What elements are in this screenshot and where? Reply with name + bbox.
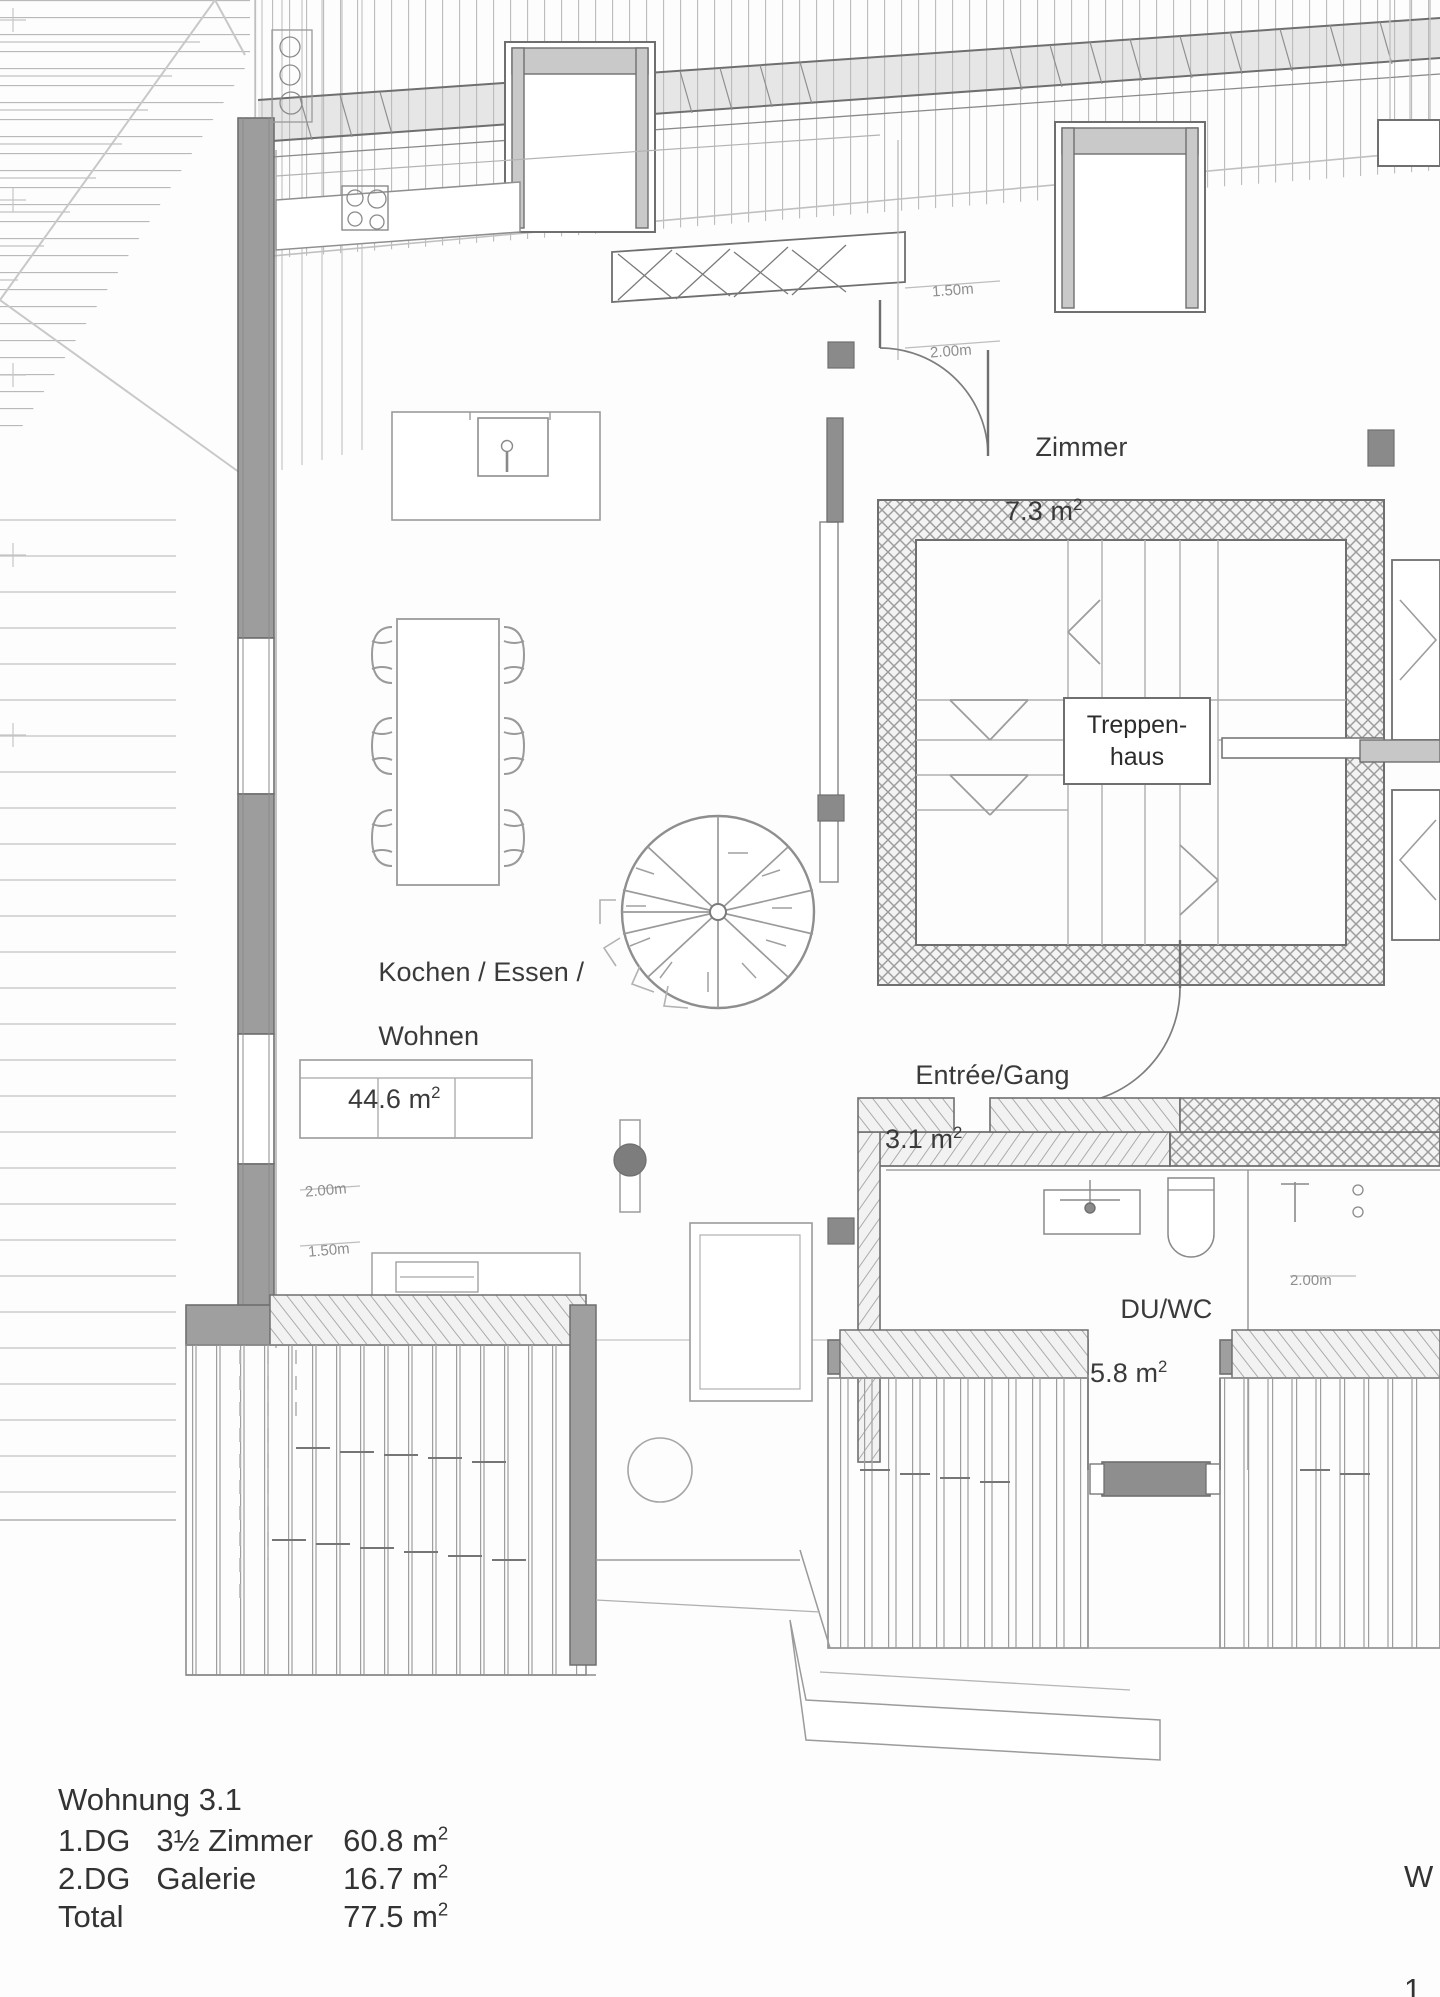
room-name-wohnen-line1: Kochen / Essen / bbox=[378, 956, 585, 987]
legend-desc bbox=[156, 1898, 343, 1936]
right-wall-segments bbox=[1359, 559, 1440, 941]
dormer-left bbox=[504, 41, 656, 233]
door-swing-zimmer bbox=[878, 300, 990, 457]
furniture-dining-table bbox=[370, 618, 526, 886]
furniture-bench bbox=[371, 1252, 581, 1302]
room-area-duwc: 5.8 m2 bbox=[1090, 1356, 1168, 1388]
spiral-staircase bbox=[599, 814, 816, 1010]
room-name-duwc: DU/WC bbox=[1120, 1293, 1213, 1324]
legend-floor: Total bbox=[58, 1899, 124, 1934]
legend-row: 2.DG Galerie 16.7 m2 bbox=[58, 1860, 448, 1898]
wall-stub-2 bbox=[817, 794, 845, 822]
legend-row: Total 77.5 m2 bbox=[58, 1898, 448, 1936]
room-name-entree: Entrée/Gang bbox=[915, 1059, 1070, 1090]
dimension-left-2: 1.50m bbox=[307, 1240, 351, 1261]
room-label-zimmer: Zimmer 7.3 m2 bbox=[1005, 400, 1128, 591]
entree-walls bbox=[857, 1097, 1440, 1133]
stairwell-label-box: Treppen- haus bbox=[1063, 697, 1211, 785]
room-label-entree: Entrée/Gang 3.1 m2 bbox=[885, 1028, 1070, 1219]
furniture-sofa bbox=[299, 1059, 533, 1139]
kitchen-counter bbox=[271, 29, 521, 251]
stairwell-label-line1: Treppen- bbox=[1086, 711, 1188, 739]
furniture-armchair bbox=[689, 1222, 813, 1402]
dimension-top-2: 2.00m bbox=[929, 341, 973, 362]
dimension-left-1: 2.00m bbox=[304, 1180, 348, 1201]
legend-cutoff-title: W bbox=[1404, 1858, 1434, 1894]
wall-stub-4 bbox=[1367, 429, 1395, 467]
furniture-round-table bbox=[627, 1437, 693, 1503]
legend-area: 77.5 m2 bbox=[343, 1898, 449, 1934]
legend-desc: 3½ Zimmer bbox=[156, 1823, 314, 1858]
room-name-wohnen-line2: Wohnen bbox=[378, 1020, 480, 1051]
balcony-right bbox=[789, 1329, 1440, 1761]
stairwell-label-line2: haus bbox=[1109, 743, 1165, 771]
legend-row: 1.DG 3½ Zimmer 60.8 m2 bbox=[58, 1822, 448, 1860]
wall-stub-1 bbox=[827, 341, 855, 369]
legend-cutoff-row1: 1 bbox=[1404, 1972, 1422, 1997]
dimension-bath-1: 2.00m bbox=[1290, 1272, 1332, 1289]
room-area-wohnen: 44.6 m2 bbox=[348, 1083, 441, 1115]
balcony-left bbox=[185, 1294, 597, 1676]
room-name-zimmer: Zimmer bbox=[1035, 431, 1128, 462]
wall-cross-bracing bbox=[611, 140, 906, 360]
room-area-entree: 3.1 m2 bbox=[885, 1122, 963, 1154]
wall-stub-3 bbox=[827, 1217, 855, 1245]
furniture-sideboard bbox=[391, 411, 601, 521]
legend-table: 1.DG 3½ Zimmer 60.8 m2 2.DG Galerie 16.7… bbox=[58, 1822, 448, 1936]
interior-partition bbox=[819, 417, 844, 883]
apartment-legend: Wohnung 3.1 1.DG 3½ Zimmer 60.8 m2 2.DG … bbox=[58, 1782, 448, 1936]
dormer-right bbox=[1054, 121, 1206, 313]
legend-desc: Galerie bbox=[156, 1861, 257, 1896]
apartment-legend-cutoff: W 1 2 T bbox=[1404, 1782, 1440, 1997]
legend-floor: 1.DG bbox=[58, 1823, 131, 1858]
legend-title: Wohnung 3.1 bbox=[58, 1782, 242, 1817]
exterior-wall-left bbox=[237, 117, 277, 1348]
room-label-duwc: DU/WC 5.8 m2 bbox=[1090, 1262, 1212, 1453]
roof-hatch-left-lower bbox=[0, 519, 176, 1493]
stairwell-label: Treppen- haus bbox=[1087, 709, 1188, 773]
room-label-wohnen: Kochen / Essen / Wohnen 44.6 m2 bbox=[348, 925, 584, 1180]
legend-area: 60.8 m2 bbox=[343, 1822, 449, 1858]
legend-floor: 2.DG bbox=[58, 1861, 131, 1896]
floor-column bbox=[613, 1119, 647, 1213]
room-area-zimmer: 7.3 m2 bbox=[1005, 494, 1083, 526]
dimension-top-1: 1.50m bbox=[931, 280, 975, 301]
legend-area: 16.7 m2 bbox=[343, 1860, 449, 1896]
dimension-leaders bbox=[299, 280, 1356, 1277]
